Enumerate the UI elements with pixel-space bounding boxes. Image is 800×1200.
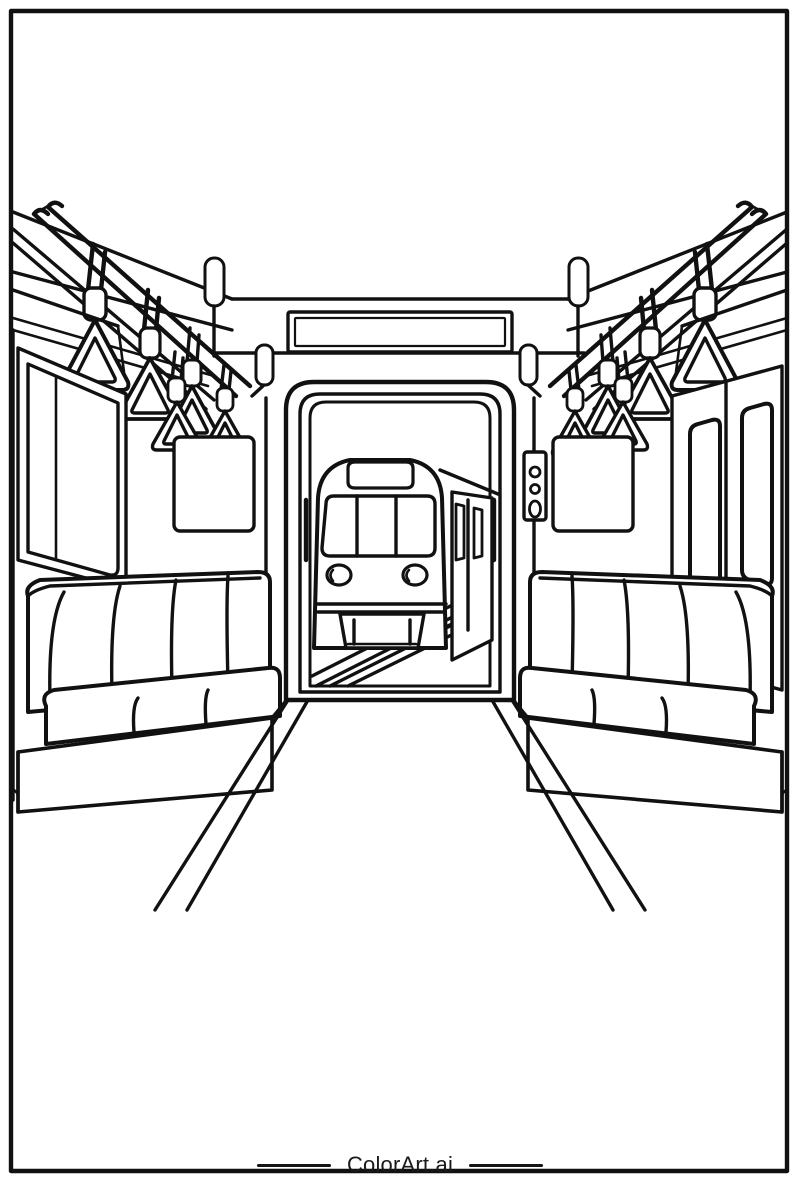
hanging-strap-right-1 [669,241,741,392]
approaching-train [312,458,500,662]
hanging-rail-left [31,200,253,399]
ceiling-sign-panel [286,310,514,354]
floor-perspective-lines [153,698,647,912]
hanging-rail-right [547,200,769,399]
bench-seat-left [12,570,284,814]
bench-seat-right [516,570,788,814]
door-control-panel[interactable] [522,450,548,522]
grab-poles [203,256,590,398]
